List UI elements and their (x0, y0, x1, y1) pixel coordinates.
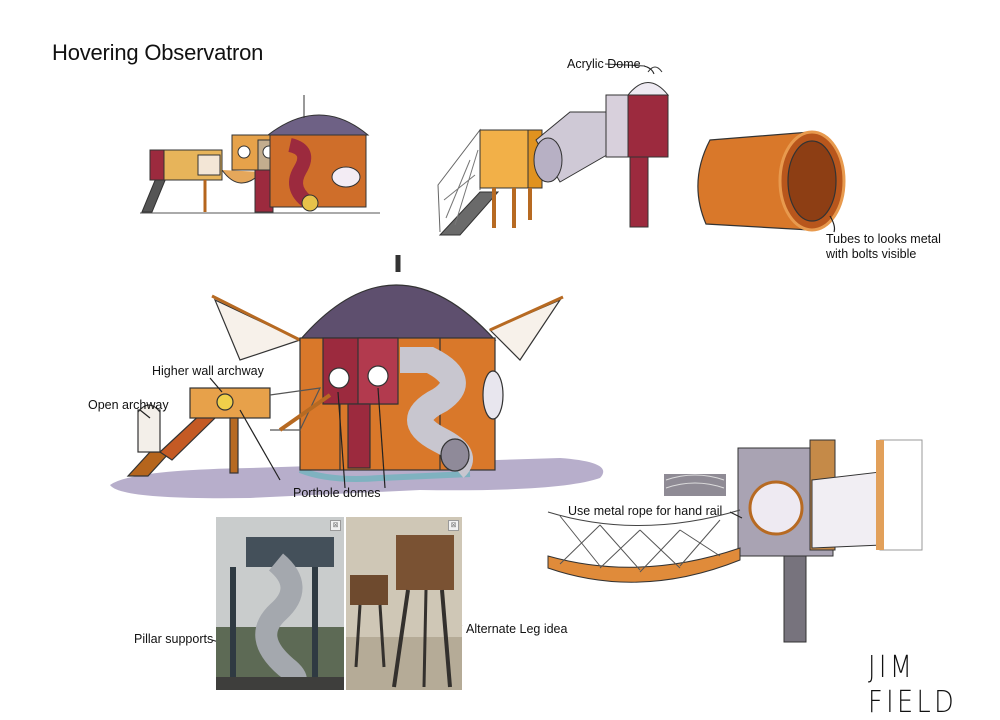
page-title: Hovering Observatron (52, 40, 264, 65)
pillar-supports-label: Pillar supports (134, 632, 214, 646)
image-placeholder-icon: ⊠ (448, 520, 459, 531)
main-observatron-sketch (110, 255, 604, 499)
image-placeholder-icon: ⊠ (330, 520, 341, 531)
tubes-metal-label: Tubes to looks metal with bolts visible (826, 232, 941, 261)
open-archway-label: Open archway (88, 398, 169, 412)
metal-rope-label: Use metal rope for hand rail (568, 504, 723, 518)
alternate-leg-photo: ⊠ (346, 517, 462, 690)
rope-bridge-sketch (547, 439, 923, 643)
alternate-leg-label: Alternate Leg idea (466, 622, 568, 636)
artist-signature: JIM FIELD (868, 650, 958, 720)
metal-tube-closeup (697, 130, 846, 233)
porthole-domes-label: Porthole domes (293, 486, 381, 500)
pillar-supports-photo: ⊠ (216, 517, 344, 690)
higher-wall-archway-label: Higher wall archway (152, 364, 264, 378)
small-observatron-sketch (140, 95, 380, 214)
acrylic-dome-sketch (437, 63, 670, 236)
acrylic-dome-label: Acrylic Dome (567, 57, 641, 71)
